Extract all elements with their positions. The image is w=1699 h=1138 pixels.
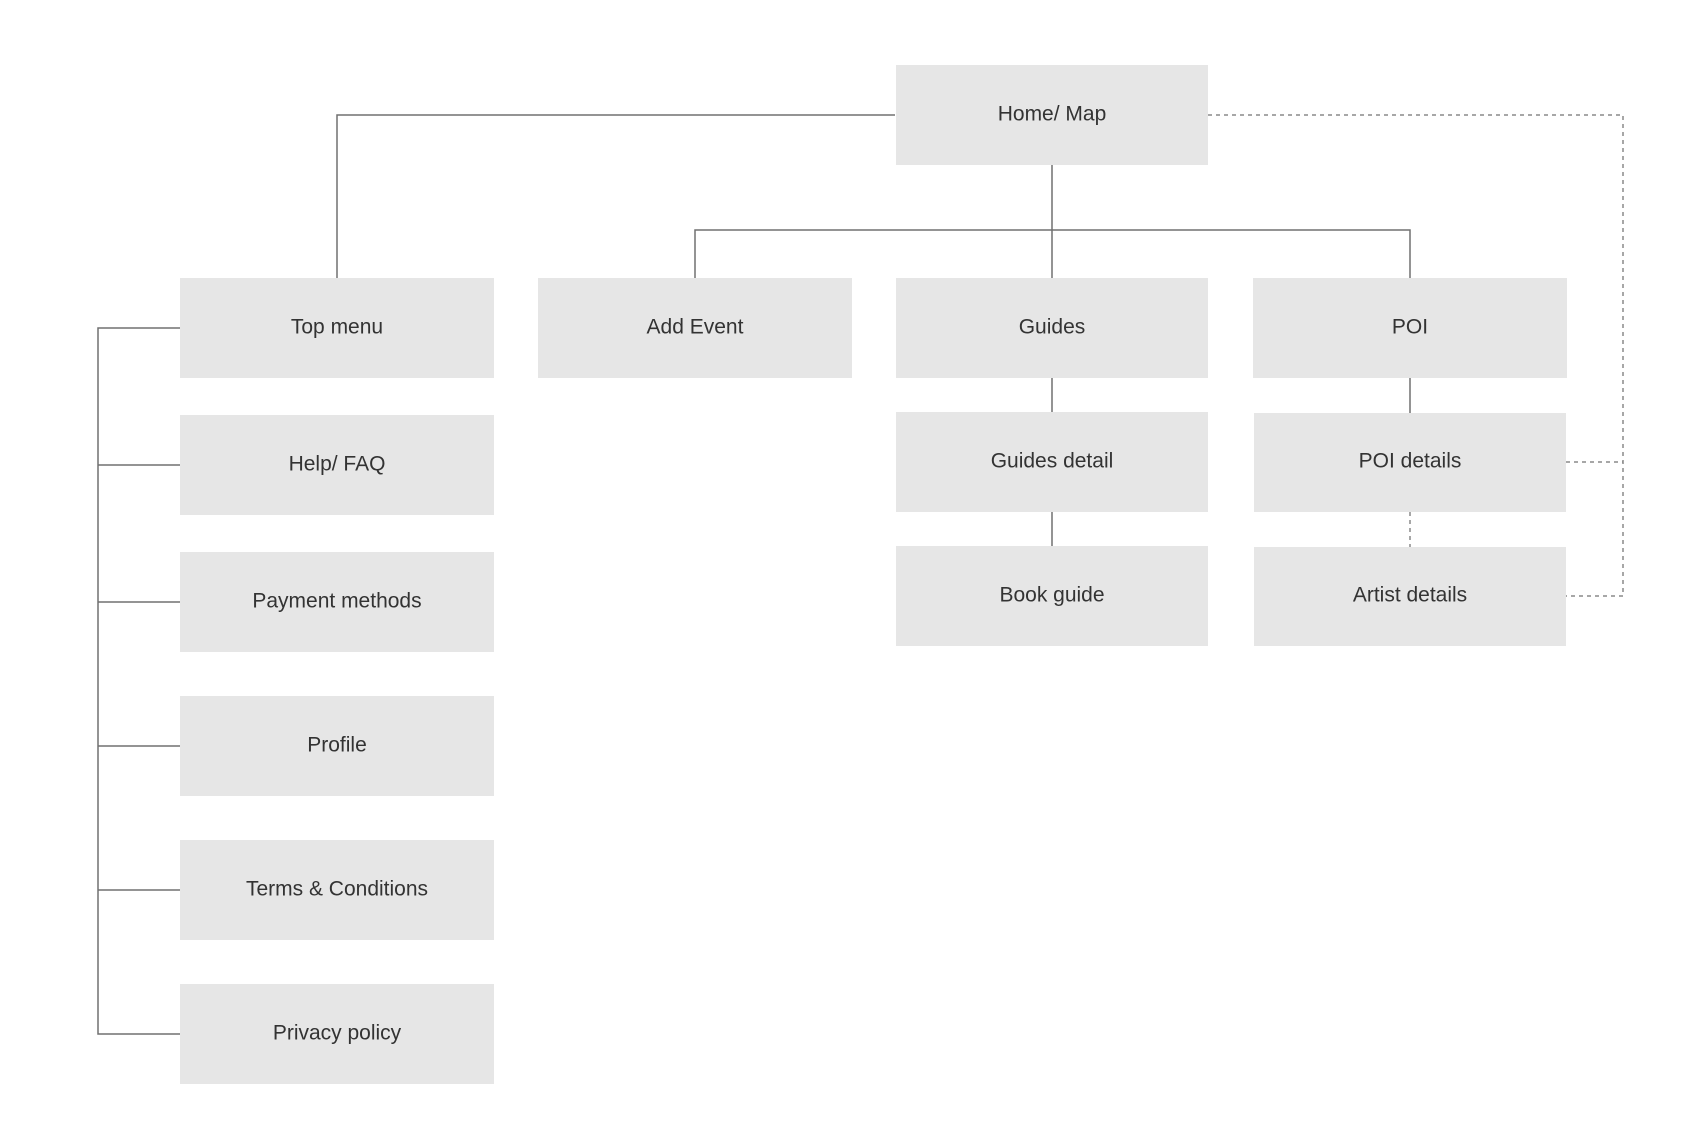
node-label: Terms & Conditions <box>246 878 428 901</box>
node-privacy-policy[interactable]: Privacy policy <box>180 984 494 1084</box>
node-label: Home/ Map <box>998 103 1107 126</box>
node-label: Profile <box>307 734 367 757</box>
node-label: Artist details <box>1353 584 1467 607</box>
node-label: Top menu <box>291 316 383 339</box>
node-guides-detail[interactable]: Guides detail <box>896 412 1208 512</box>
link-top-menu-spine <box>97 327 180 1035</box>
node-label: Guides <box>1019 316 1086 339</box>
node-poi[interactable]: POI <box>1253 278 1567 378</box>
connectors <box>97 114 1624 1035</box>
link-home-top-menu <box>336 114 895 278</box>
node-label: Add Event <box>647 316 744 339</box>
node-label: Book guide <box>999 584 1104 607</box>
node-poi-details[interactable]: POI details <box>1254 413 1566 512</box>
node-terms-conditions[interactable]: Terms & Conditions <box>180 840 494 940</box>
node-add-event[interactable]: Add Event <box>538 278 852 378</box>
node-profile[interactable]: Profile <box>180 696 494 796</box>
node-guides[interactable]: Guides <box>896 278 1208 378</box>
node-artist-details[interactable]: Artist details <box>1254 547 1566 646</box>
node-top-menu[interactable]: Top menu <box>180 278 494 378</box>
node-label: Help/ FAQ <box>289 453 386 476</box>
node-help-faq[interactable]: Help/ FAQ <box>180 415 494 515</box>
node-home-map[interactable]: Home/ Map <box>896 65 1208 165</box>
node-label: Payment methods <box>252 590 421 613</box>
node-book-guide[interactable]: Book guide <box>896 546 1208 646</box>
node-label: POI details <box>1359 450 1462 473</box>
node-label: Guides detail <box>991 450 1114 473</box>
link-home-bus <box>694 229 1411 278</box>
node-label: POI <box>1392 316 1428 339</box>
node-label: Privacy policy <box>273 1022 402 1045</box>
node-payment-methods[interactable]: Payment methods <box>180 552 494 652</box>
